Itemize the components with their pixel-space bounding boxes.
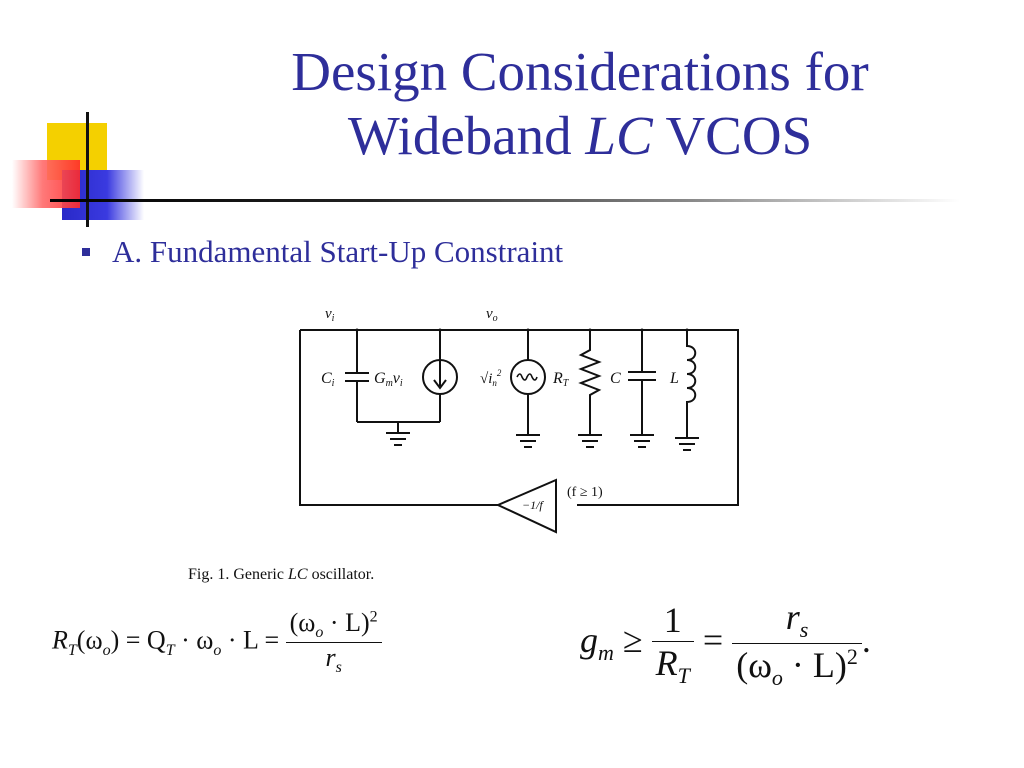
eq1-lhs-sub: T bbox=[67, 641, 77, 659]
eq1-rest2: · L = bbox=[221, 625, 286, 655]
capacitor-c bbox=[628, 330, 656, 448]
eq2-fraction-1: 1 RT bbox=[651, 599, 694, 689]
eq1-mid: ) = Q bbox=[110, 625, 166, 655]
slide-title: Design Considerations for Wideband LC VC… bbox=[210, 40, 950, 168]
label-c: C bbox=[610, 370, 621, 387]
eq2-ge: ≥ bbox=[613, 619, 652, 660]
eq1-numerator: (ωo · L)2 bbox=[289, 608, 378, 642]
title-line-2: Wideband LC VCOS bbox=[210, 104, 950, 168]
eq1-rest-sub: o bbox=[213, 641, 222, 659]
capacitor-ci bbox=[345, 330, 369, 422]
eq1-arg: (ω bbox=[76, 625, 103, 655]
noise-source bbox=[510, 359, 546, 395]
label-vi: vi bbox=[325, 306, 335, 324]
label-vo: vo bbox=[486, 306, 498, 324]
bullet-item: A. Fundamental Start-Up Constraint bbox=[82, 234, 563, 270]
ground-2 bbox=[516, 394, 540, 448]
label-noise: √in2 bbox=[480, 368, 502, 388]
eq2-period: . bbox=[861, 619, 871, 660]
eq2-numerator-1: 1 bbox=[663, 599, 682, 640]
title-underline bbox=[50, 199, 960, 202]
label-gm: Gmvi bbox=[374, 370, 403, 389]
eq1-lhs: R bbox=[52, 625, 68, 655]
eq2-numerator-2: rs bbox=[785, 597, 809, 643]
bullet-marker bbox=[82, 247, 90, 256]
eq1-mid-sub: T bbox=[165, 641, 175, 659]
decor-vertical-line bbox=[86, 112, 89, 227]
equation-rt: RT(ωo) = QT · ωo · L = (ωo · L)2 rs bbox=[52, 608, 382, 677]
ground-1 bbox=[386, 422, 410, 446]
resistor-rt bbox=[578, 330, 602, 448]
feedback-amplifier bbox=[495, 478, 557, 534]
label-l: L bbox=[669, 370, 679, 387]
equation-gm: gm ≥ 1 RT = rs (ωo · L)2 . bbox=[580, 596, 871, 691]
wire-feedback-return bbox=[299, 330, 498, 506]
caption-italic: LC bbox=[287, 566, 308, 583]
title-line-1: Design Considerations for bbox=[291, 41, 869, 102]
eq1-denominator: rs bbox=[285, 642, 382, 677]
eq1-fraction: (ωo · L)2 rs bbox=[285, 608, 382, 677]
caption-text: Fig. 1. Generic bbox=[188, 566, 288, 583]
eq1-arg-sub: o bbox=[102, 641, 111, 659]
eq2-denominator-2: (ωo · L)2 bbox=[732, 643, 862, 691]
eq2-denominator-1: RT bbox=[651, 640, 694, 689]
caption-suffix: oscillator. bbox=[307, 566, 375, 583]
eq2-lhs-sub: m bbox=[598, 640, 614, 666]
title-line-2-suffix: VCOS bbox=[652, 105, 813, 166]
oscillator-schematic: vi vo Ci Gmvi √in2 RT C L −1/f (f ≥ 1) bbox=[299, 306, 739, 534]
wire-vi-node bbox=[300, 329, 441, 370]
current-arrow bbox=[433, 366, 447, 390]
noise-squiggle bbox=[516, 373, 538, 381]
label-amp-gain: −1/f bbox=[522, 498, 544, 512]
eq2-equals: = bbox=[693, 619, 733, 660]
title-line-2-text: Wideband bbox=[347, 105, 586, 166]
title-line-2-italic: LC bbox=[585, 105, 653, 166]
eq2-lhs: g bbox=[580, 619, 598, 660]
bullet-text: A. Fundamental Start-Up Constraint bbox=[112, 234, 564, 269]
eq1-rest: · ω bbox=[174, 625, 214, 655]
label-rt: RT bbox=[552, 370, 570, 389]
label-f-condition: (f ≥ 1) bbox=[567, 485, 603, 500]
label-ci: Ci bbox=[321, 370, 335, 389]
inductor-l bbox=[675, 330, 699, 451]
figure-caption: Fig. 1. Generic LC oscillator. bbox=[188, 566, 374, 584]
eq2-fraction-2: rs (ωo · L)2 bbox=[732, 596, 862, 691]
